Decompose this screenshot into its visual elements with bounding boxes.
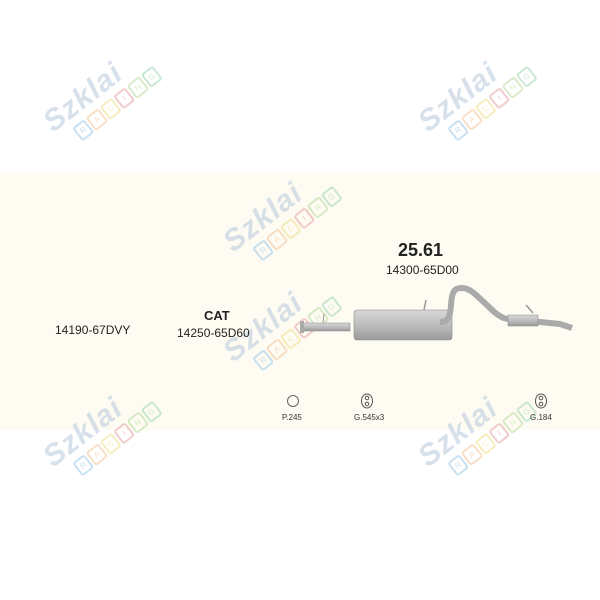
part-code: 14300-65D00: [386, 263, 459, 277]
rubber-hanger-icon: [535, 393, 547, 409]
cat-code: 14250-65D60: [177, 326, 250, 340]
front-pipe-code: 14190-67DVY: [55, 323, 131, 337]
ring-icon: [287, 395, 299, 407]
cat-label: CAT: [204, 308, 230, 323]
accessory-label: G.545x3: [354, 413, 385, 422]
rubber-hanger-icon: [361, 393, 373, 409]
background-band: [0, 172, 600, 430]
part-number: 25.61: [398, 240, 444, 260]
accessory-label: P.245: [282, 413, 302, 422]
accessory-label: G.184: [530, 413, 552, 422]
